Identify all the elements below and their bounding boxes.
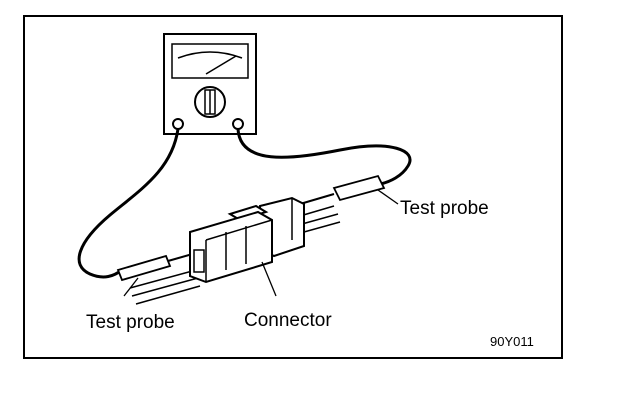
connector-leader	[261, 261, 277, 297]
test-probe-label-right: Test probe	[400, 198, 489, 219]
right-wire-bundle	[299, 205, 341, 233]
connector-front-housing	[189, 210, 273, 284]
connector-label: Connector	[244, 310, 332, 331]
left-wire-bundle	[129, 269, 201, 305]
meter-display-window	[171, 43, 249, 79]
multimeter	[163, 33, 257, 135]
test-probe-label-left: Test probe	[86, 312, 175, 333]
connector-terminal-cavity	[193, 249, 205, 273]
connector	[189, 196, 305, 284]
left-test-lead	[77, 128, 180, 279]
meter-scale-arc	[177, 51, 243, 59]
right-test-probe	[299, 174, 386, 205]
figure-frame	[23, 15, 563, 359]
figure-code: 90Y011	[490, 334, 534, 349]
right-probe-leader	[377, 189, 399, 205]
left-test-probe	[116, 252, 197, 282]
meter-needle	[205, 55, 237, 75]
positive-terminal-jack	[232, 118, 244, 130]
right-test-lead	[236, 128, 412, 186]
left-probe-leader	[123, 277, 139, 297]
negative-terminal-jack	[172, 118, 184, 130]
